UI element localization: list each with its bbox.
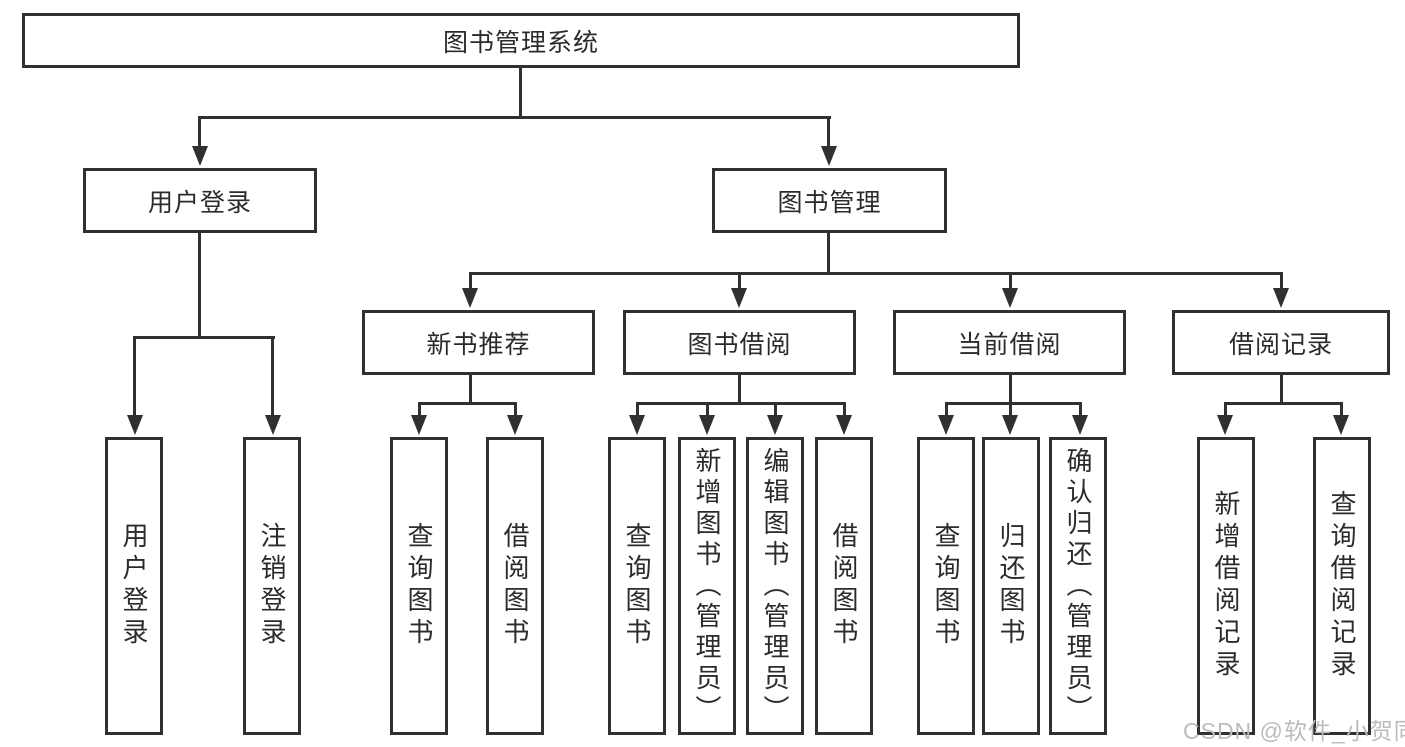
leaf-label: 编辑图书（管理员） xyxy=(760,446,790,726)
connector-arrowhead xyxy=(938,415,954,435)
leaf-label: 查询图书 xyxy=(622,522,652,650)
node-label: 新书推荐 xyxy=(426,330,531,359)
connector-line xyxy=(1280,272,1283,292)
connector-line xyxy=(636,402,639,417)
connector-arrowhead xyxy=(1002,415,1018,435)
connector-line xyxy=(1340,402,1343,417)
connector-arrowhead xyxy=(1273,288,1289,308)
leaf-add-borrow-record: 新增借阅记录 xyxy=(1197,437,1255,735)
node-book-borrow: 图书借阅 xyxy=(623,310,856,375)
connector-line xyxy=(774,402,777,417)
connector-line xyxy=(1224,402,1227,417)
connector-line xyxy=(469,272,1283,275)
connector-line xyxy=(827,231,830,275)
connector-line xyxy=(198,116,201,150)
connector-line xyxy=(469,272,472,292)
connector-line xyxy=(1280,373,1283,405)
leaf-label: 查询图书 xyxy=(404,522,434,650)
connector-line xyxy=(827,116,830,150)
connector-arrowhead xyxy=(821,146,837,166)
node-root-library-system: 图书管理系统 xyxy=(22,13,1020,68)
node-user-login-group: 用户登录 xyxy=(83,168,317,233)
leaf-query-borrow-record: 查询借阅记录 xyxy=(1313,437,1371,735)
leaf-label: 查询借阅记录 xyxy=(1327,490,1357,682)
leaf-add-book-admin: 新增图书（管理员） xyxy=(678,437,736,735)
connector-line xyxy=(1009,402,1012,417)
connector-line xyxy=(1224,402,1343,405)
connector-line xyxy=(1009,373,1012,405)
leaf-label: 注销登录 xyxy=(257,522,287,650)
connector-arrowhead xyxy=(699,415,715,435)
connector-line xyxy=(636,402,846,405)
node-borrow-records: 借阅记录 xyxy=(1172,310,1390,375)
node-label: 图书借阅 xyxy=(687,330,792,359)
leaf-edit-book-admin: 编辑图书（管理员） xyxy=(746,437,804,735)
leaf-query-books-2: 查询图书 xyxy=(608,437,666,735)
connector-line xyxy=(738,373,741,405)
connector-arrowhead xyxy=(1002,288,1018,308)
leaf-label: 用户登录 xyxy=(119,522,149,650)
connector-line xyxy=(271,336,274,416)
connector-arrowhead xyxy=(731,288,747,308)
connector-line xyxy=(945,402,948,417)
node-label: 当前借阅 xyxy=(957,330,1062,359)
node-label: 借阅记录 xyxy=(1228,330,1333,359)
connector-arrowhead xyxy=(507,415,523,435)
connector-line xyxy=(945,402,1082,405)
connector-line xyxy=(418,402,421,417)
connector-arrowhead xyxy=(411,415,427,435)
connector-arrowhead xyxy=(265,415,281,435)
connector-line xyxy=(198,231,201,339)
connector-line xyxy=(706,402,709,417)
node-root-label: 图书管理系统 xyxy=(442,28,599,57)
connector-line xyxy=(198,116,831,119)
leaf-query-books-1: 查询图书 xyxy=(390,437,448,735)
connector-arrowhead xyxy=(127,415,143,435)
leaf-label: 借阅图书 xyxy=(829,522,859,650)
connector-arrowhead xyxy=(629,415,645,435)
node-new-book-recommend: 新书推荐 xyxy=(362,310,595,375)
connector-arrowhead xyxy=(1333,415,1349,435)
connector-line xyxy=(133,336,136,416)
leaf-confirm-return-admin: 确认归还（管理员） xyxy=(1049,437,1107,735)
connector-arrowhead xyxy=(462,288,478,308)
connector-line xyxy=(519,66,522,118)
connector-line xyxy=(738,272,741,292)
leaf-user-login: 用户登录 xyxy=(105,437,163,735)
connector-arrowhead xyxy=(1072,415,1088,435)
leaf-label: 新增借阅记录 xyxy=(1211,490,1241,682)
leaf-query-books-3: 查询图书 xyxy=(917,437,975,735)
leaf-borrow-books-2: 借阅图书 xyxy=(815,437,873,735)
connector-line xyxy=(418,402,517,405)
leaf-borrow-books-1: 借阅图书 xyxy=(486,437,544,735)
leaf-return-books: 归还图书 xyxy=(982,437,1040,735)
node-label: 图书管理 xyxy=(777,188,882,217)
connector-line xyxy=(514,402,517,417)
connector-line xyxy=(469,373,472,405)
leaf-label: 确认归还（管理员） xyxy=(1063,446,1093,726)
connector-line xyxy=(843,402,846,417)
connector-arrowhead xyxy=(1217,415,1233,435)
node-label: 用户登录 xyxy=(147,188,252,217)
connector-arrowhead xyxy=(767,415,783,435)
leaf-label: 归还图书 xyxy=(996,522,1026,650)
connector-line xyxy=(1079,402,1082,417)
leaf-label: 新增图书（管理员） xyxy=(692,446,722,726)
csdn-watermark: CSDN @软件_小贺同学 xyxy=(1183,718,1405,744)
connector-line xyxy=(1009,272,1012,292)
connector-arrowhead xyxy=(836,415,852,435)
leaf-logout: 注销登录 xyxy=(243,437,301,735)
node-current-borrow: 当前借阅 xyxy=(893,310,1126,375)
connector-arrowhead xyxy=(192,146,208,166)
leaf-label: 借阅图书 xyxy=(500,522,530,650)
leaf-label: 查询图书 xyxy=(931,522,961,650)
node-book-management: 图书管理 xyxy=(712,168,947,233)
connector-line xyxy=(133,336,275,339)
